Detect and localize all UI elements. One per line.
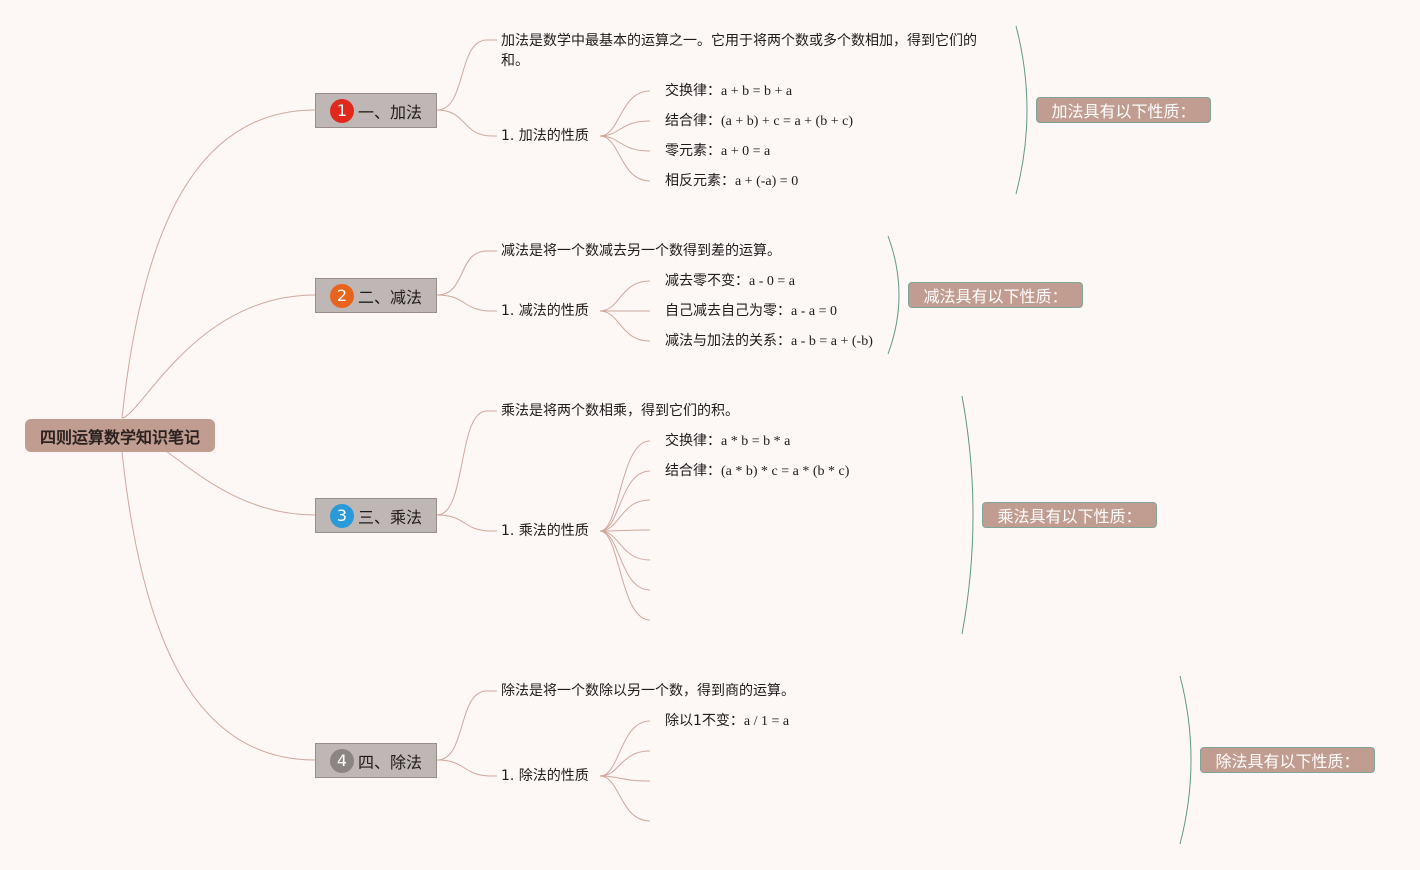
leaf-connector xyxy=(599,90,651,137)
summary-text: 乘法具有以下性质： xyxy=(997,507,1142,526)
property-item: 结合律：(a * b) * c = a * (b * c) xyxy=(665,461,849,482)
branch-division[interactable]: 4 四、除法 xyxy=(315,743,437,778)
summary-brace xyxy=(961,395,974,635)
property-item: 结合律：(a + b) + c = a + (b + c) xyxy=(665,111,853,132)
branch-description: 乘法是将两个数相乘，得到它们的积。 xyxy=(501,403,739,419)
leaf-connector xyxy=(599,280,651,312)
branch-description: 减法是将一个数减去另一个数得到差的运算。 xyxy=(501,243,781,259)
number-badge-icon: 1 xyxy=(330,98,354,123)
property-label: 1. 加法的性质 xyxy=(501,128,589,144)
branch-multiplication[interactable]: 3 三、乘法 xyxy=(315,498,437,533)
summary-node[interactable]: 除法具有以下性质： xyxy=(1200,747,1375,773)
description-connector xyxy=(436,250,497,296)
summary-text: 减法具有以下性质： xyxy=(923,287,1068,306)
branch-description: 除法是将一个数除以另一个数，得到商的运算。 xyxy=(501,683,795,699)
property-name: 自己减去自己为零： xyxy=(665,303,791,319)
property-name: 减法与加法的关系： xyxy=(665,333,791,349)
property-label: 1. 减法的性质 xyxy=(501,303,589,319)
leaf-connector xyxy=(599,135,651,152)
root-connector xyxy=(121,451,316,761)
property-name: 除以1不变： xyxy=(665,713,744,729)
leaf-connector xyxy=(599,530,651,561)
leaf-connector xyxy=(599,120,651,137)
property-name: 减去零不变： xyxy=(665,273,749,289)
branch-title: 一、加法 xyxy=(358,102,423,122)
leaf-connector xyxy=(599,775,651,822)
summary-node[interactable]: 加法具有以下性质： xyxy=(1036,97,1211,123)
property-formula: a + 0 = a xyxy=(721,144,771,159)
leaf-connector xyxy=(599,470,651,532)
branch-title: 二、减法 xyxy=(358,287,423,307)
description-connector xyxy=(436,39,497,111)
summary-text: 除法具有以下性质： xyxy=(1215,752,1360,771)
property-connector xyxy=(436,294,497,312)
property-formula: a - 0 = a xyxy=(749,274,795,289)
leaf-connector xyxy=(599,750,651,777)
branch-title: 三、乘法 xyxy=(358,507,423,527)
branch-addition[interactable]: 1 一、加法 xyxy=(315,93,437,128)
property-name: 零元素： xyxy=(665,143,721,159)
number-badge-icon: 2 xyxy=(330,283,354,308)
number-badge-icon: 4 xyxy=(330,748,354,773)
property-name: 相反元素： xyxy=(665,173,735,189)
property-connector xyxy=(436,759,497,777)
property-item: 零元素：a + 0 = a xyxy=(665,141,770,162)
number-badge-icon: 3 xyxy=(330,503,354,528)
root-connector xyxy=(121,294,316,419)
summary-node[interactable]: 乘法具有以下性质： xyxy=(982,502,1157,528)
leaf-connector xyxy=(599,530,651,621)
property-name: 结合律： xyxy=(665,113,721,129)
leaf-connector xyxy=(599,530,651,591)
summary-brace xyxy=(887,235,900,355)
branch-description: 加法是数学中最基本的运算之一。它用于将两个数或多个数相加，得到它们的和。 xyxy=(501,33,977,69)
property-formula: a - b = a + (-b) xyxy=(791,334,873,349)
description-connector xyxy=(436,410,497,516)
property-connector xyxy=(436,109,497,137)
property-formula: (a + b) + c = a + (b + c) xyxy=(721,114,853,129)
property-item: 交换律：a * b = b * a xyxy=(665,431,790,452)
leaf-connector xyxy=(599,440,651,532)
branch-subtraction[interactable]: 2 二、减法 xyxy=(315,278,437,313)
leaf-connector xyxy=(599,775,651,782)
property-formula: a - a = 0 xyxy=(791,304,837,319)
property-connector xyxy=(436,514,497,532)
property-label: 1. 除法的性质 xyxy=(501,768,589,784)
property-item: 除以1不变：a / 1 = a xyxy=(665,711,789,732)
property-item: 相反元素：a + (-a) = 0 xyxy=(665,171,798,192)
property-item: 减去零不变：a - 0 = a xyxy=(665,271,795,292)
property-name: 交换律： xyxy=(665,433,721,449)
summary-brace xyxy=(1179,675,1192,845)
leaf-connector xyxy=(599,135,651,182)
property-formula: a + (-a) = 0 xyxy=(735,174,799,189)
leaf-connector xyxy=(599,499,651,532)
property-item: 减法与加法的关系：a - b = a + (-b) xyxy=(665,331,873,352)
summary-node[interactable]: 减法具有以下性质： xyxy=(908,282,1083,308)
property-item: 交换律：a + b = b + a xyxy=(665,81,792,102)
leaf-connector xyxy=(599,720,651,777)
property-name: 交换律： xyxy=(665,83,721,99)
leaf-connector xyxy=(599,310,651,342)
summary-text: 加法具有以下性质： xyxy=(1051,102,1196,121)
root-connector xyxy=(121,109,316,419)
branch-title: 四、除法 xyxy=(358,752,423,772)
property-formula: (a * b) * c = a * (b * c) xyxy=(721,464,850,479)
description-connector xyxy=(436,690,497,761)
root-title: 四则运算数学知识笔记 xyxy=(39,427,200,447)
property-formula: a / 1 = a xyxy=(743,714,790,729)
summary-brace xyxy=(1015,25,1028,195)
leaf-connector xyxy=(599,529,651,532)
root-node[interactable]: 四则运算数学知识笔记 xyxy=(25,419,215,452)
property-formula: a * b = b * a xyxy=(721,434,791,449)
property-item: 自己减去自己为零：a - a = 0 xyxy=(665,301,837,322)
property-formula: a + b = b + a xyxy=(721,84,793,99)
property-label: 1. 乘法的性质 xyxy=(501,523,589,539)
property-name: 结合律： xyxy=(665,463,721,479)
